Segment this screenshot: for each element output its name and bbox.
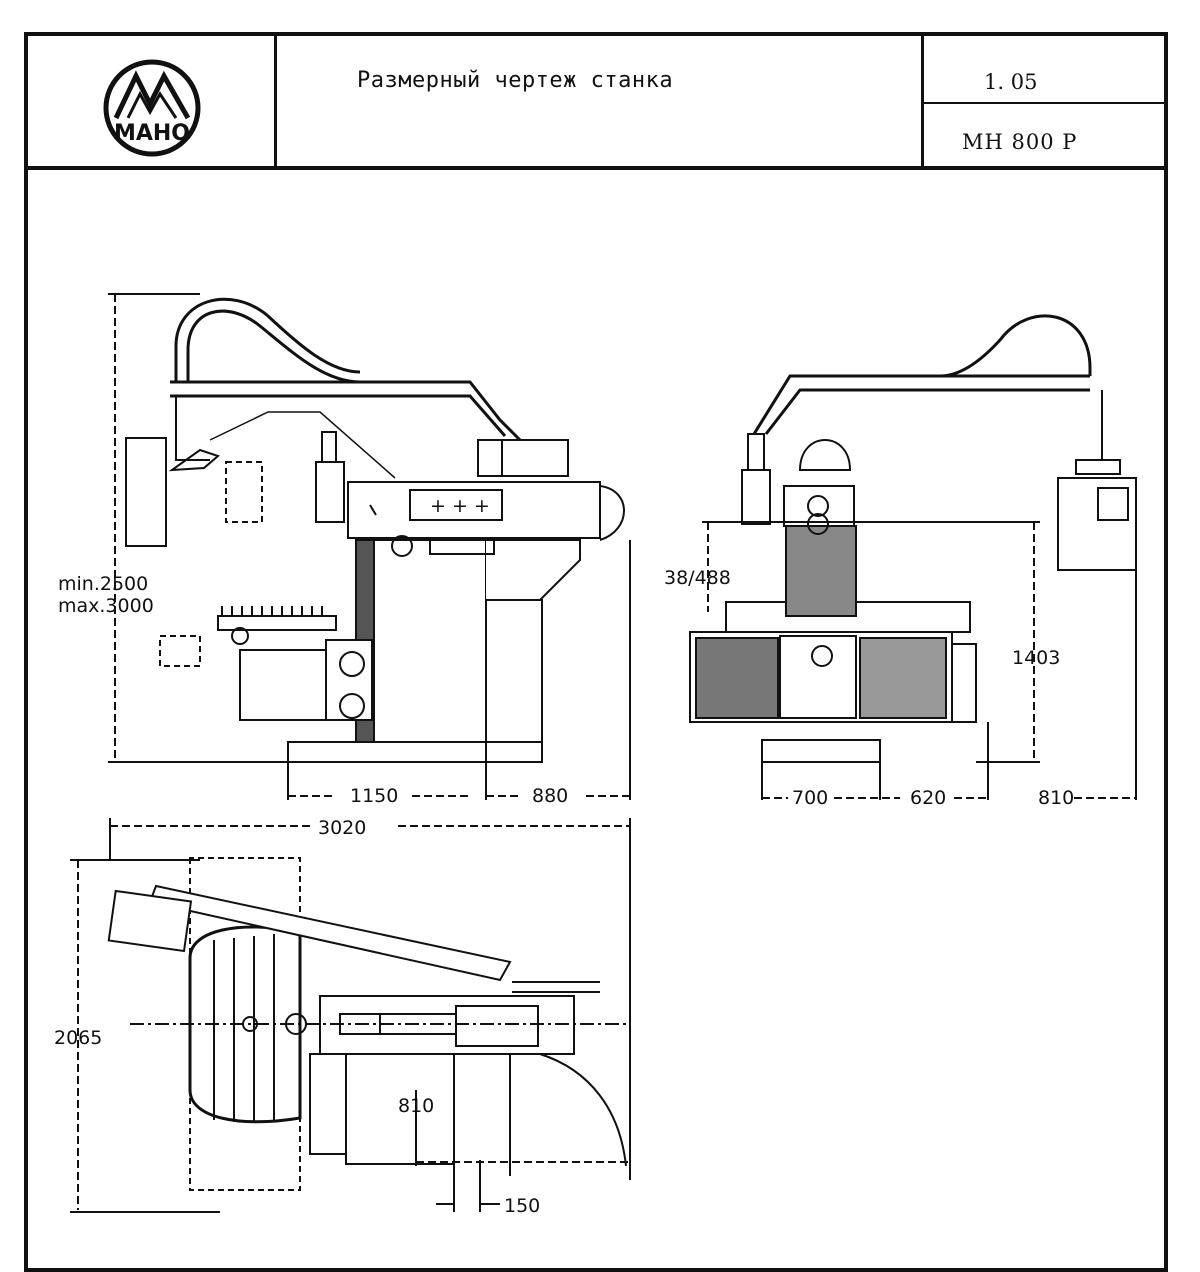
code-divider [924,102,1168,104]
svg-text:+ + +: + + + [430,495,490,517]
dim-front-height: 1403 [1012,647,1060,669]
dim-front-810: 810 [1038,787,1074,809]
title-cell: Размерный чертеж станка [277,36,924,166]
drawing-title: Размерный чертеж станка [357,68,674,93]
title-block: MAHO Размерный чертеж станка 1. 05 MH 80… [28,36,1168,170]
dim-front-620: 620 [910,787,946,809]
dim-table-travel: 38/488 [664,567,731,589]
dim-plan-150: 150 [504,1195,540,1217]
sheet-number: 1. 05 [984,70,1038,94]
dim-side-880: 880 [532,785,568,807]
plan-view [70,818,631,1213]
front-view [689,314,1137,800]
logo-text: MAHO [114,121,190,146]
dim-plan-810: 810 [398,1095,434,1117]
side-view: + + + [108,293,631,800]
code-cell: 1. 05 MH 800 P [924,36,1168,166]
dim-side-1150: 1150 [350,785,398,807]
maho-logo: MAHO [102,58,202,158]
dim-height-max: max.3000 [58,595,154,617]
dim-plan-2065: 2065 [54,1027,102,1049]
dim-plan-3020: 3020 [318,817,366,839]
dim-height-min: min.2500 [58,573,148,595]
model-name: MH 800 P [962,130,1078,154]
dim-front-700: 700 [792,787,828,809]
logo-cell: MAHO [28,36,277,166]
